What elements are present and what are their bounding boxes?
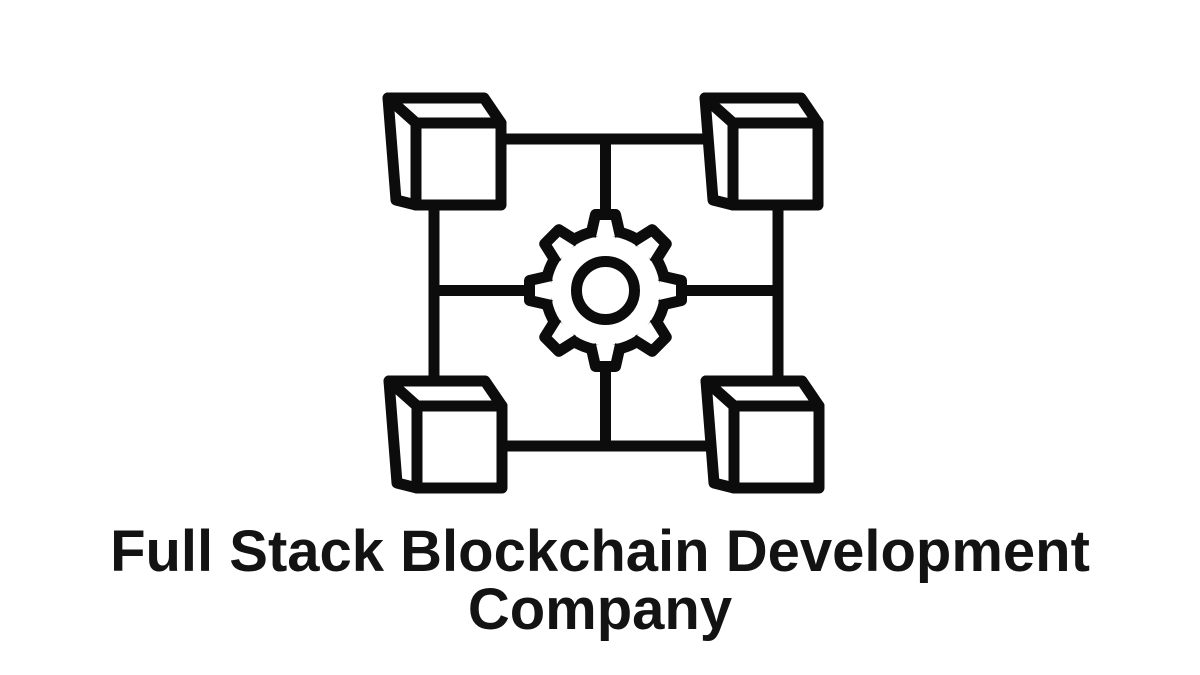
cube-bottom-right-icon: [706, 381, 819, 488]
cube-top-right-icon: [705, 98, 818, 205]
cube-top-left-icon: [388, 98, 501, 205]
title-line-2: Company: [467, 577, 733, 642]
page-title: Full Stack Blockchain Development Compan…: [0, 523, 1200, 639]
title-line-1: Full Stack Blockchain Development: [110, 519, 1090, 584]
gear-icon: [530, 215, 682, 367]
gear-hub: [571, 256, 640, 325]
cube-bottom-left-icon: [389, 381, 502, 488]
